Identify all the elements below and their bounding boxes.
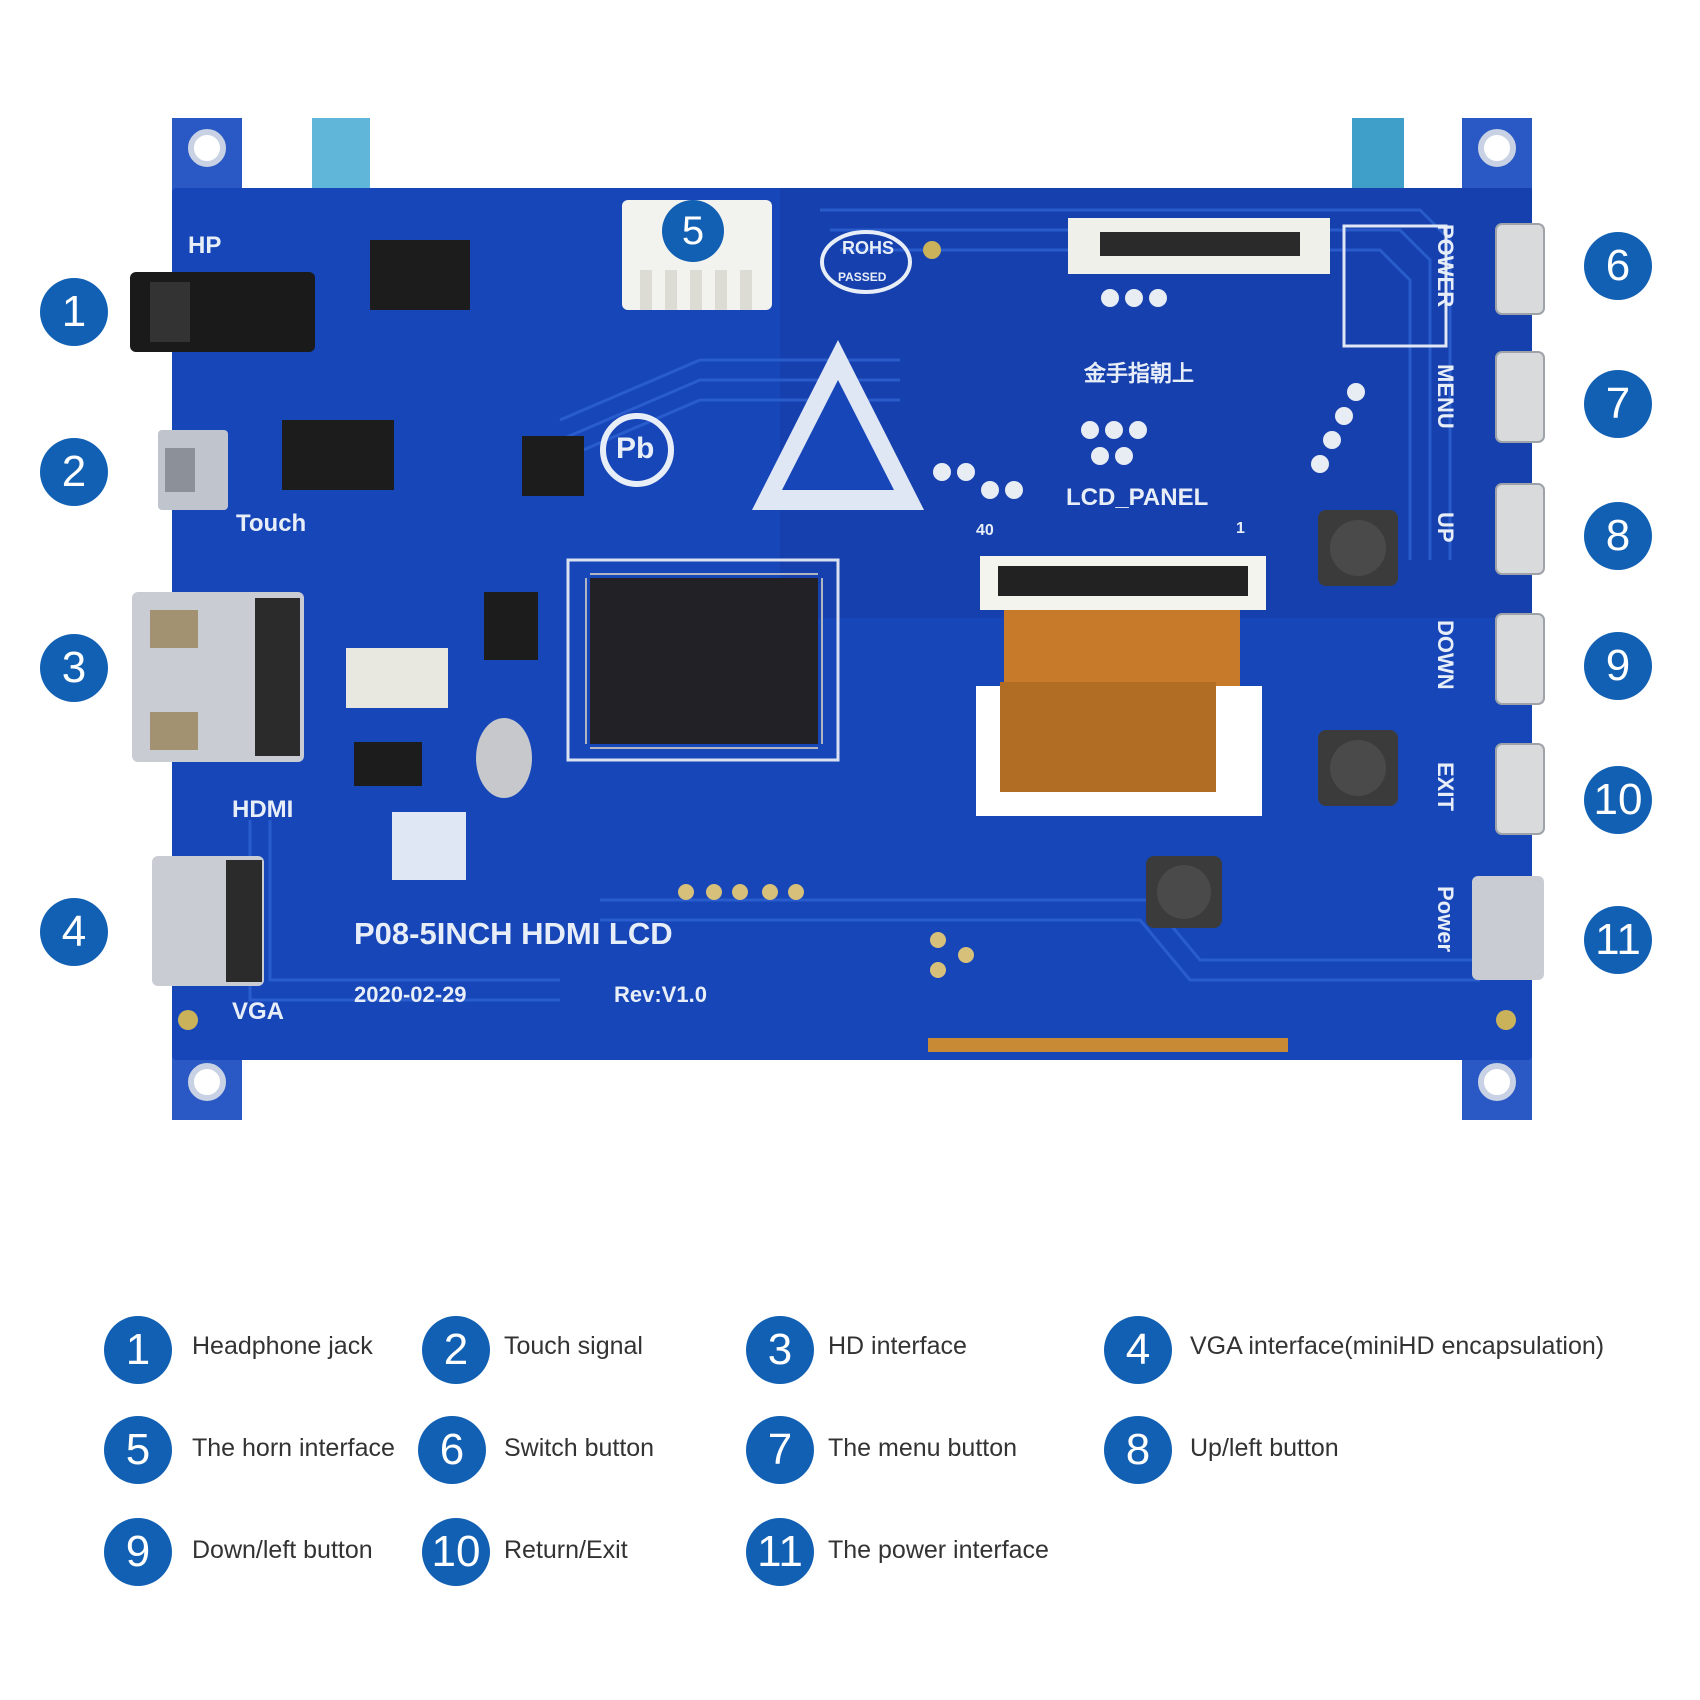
legend-text-8: Up/left button [1190,1434,1339,1462]
legend-num-1: 1 [104,1316,172,1384]
callout-8: 8 [1584,502,1652,570]
label-power-small: Power [1433,886,1458,953]
callout-10: 10 [1584,766,1652,834]
legend-num-3: 3 [746,1316,814,1384]
label-vga: VGA [232,998,285,1025]
callout-9: 9 [1584,632,1652,700]
legend-num-8: 8 [1104,1416,1172,1484]
board-figure: HP Touch HDMI VGA LCD_PANEL ROHS PASSED … [40,118,1652,1120]
legend-text-11: The power interface [828,1536,1049,1564]
legend-text-4: VGA interface(miniHD encapsulation) [1190,1332,1605,1360]
legend-num-4: 4 [1104,1316,1172,1384]
label-pin-40: 40 [976,522,994,539]
legend-num-5: 5 [104,1416,172,1484]
callout-2: 2 [40,438,108,506]
board-revision: Rev:V1.0 [614,982,707,1007]
legend-num-9: 9 [104,1518,172,1586]
legend-text-2: Touch signal [504,1332,643,1360]
callout-4: 4 [40,898,108,966]
label-hdmi: HDMI [232,796,294,823]
label-pb: Pb [616,432,655,465]
label-power: POWER [1433,224,1458,308]
callout-6: 6 [1584,232,1652,300]
label-rohs-passed: PASSED [838,270,887,284]
label-lcd-panel: LCD_PANEL [1066,484,1209,511]
label-exit: EXIT [1433,762,1458,811]
callout-3: 3 [40,634,108,702]
legend-text-1: Headphone jack [192,1332,373,1360]
callout-11: 11 [1584,906,1652,974]
label-down: DOWN [1433,620,1458,690]
legend-text-10: Return/Exit [504,1536,628,1564]
legend-text-3: HD interface [828,1332,967,1360]
label-chinese: 金手指朝上 [1084,362,1195,387]
legend-num-10: 10 [422,1518,490,1586]
callout-1: 1 [40,278,108,346]
legend-text-9: Down/left button [192,1536,373,1564]
label-touch: Touch [236,510,307,537]
callout-5: 5 [662,200,724,262]
board-date: 2020-02-29 [354,982,467,1007]
label-rohs: ROHS [842,238,895,258]
legend-text-6: Switch button [504,1434,655,1462]
legend-num-7: 7 [746,1416,814,1484]
board-title: P08-5INCH HDMI LCD [354,916,673,951]
legend-text-7: The menu button [828,1434,1018,1462]
callout-7: 7 [1584,370,1652,438]
legend-num-2: 2 [422,1316,490,1384]
legend-num-11: 11 [746,1518,814,1586]
label-hp: HP [188,232,222,259]
legend-num-6: 6 [418,1416,486,1484]
legend-text-5: The horn interface [192,1434,395,1462]
label-pin-1: 1 [1236,520,1245,537]
label-menu: MENU [1433,364,1458,429]
legend: 1 Headphone jack 2 Touch signal 3 HD int… [0,1290,1700,1610]
label-up: UP [1433,512,1458,543]
pcb-board-illustration [130,118,1545,1120]
